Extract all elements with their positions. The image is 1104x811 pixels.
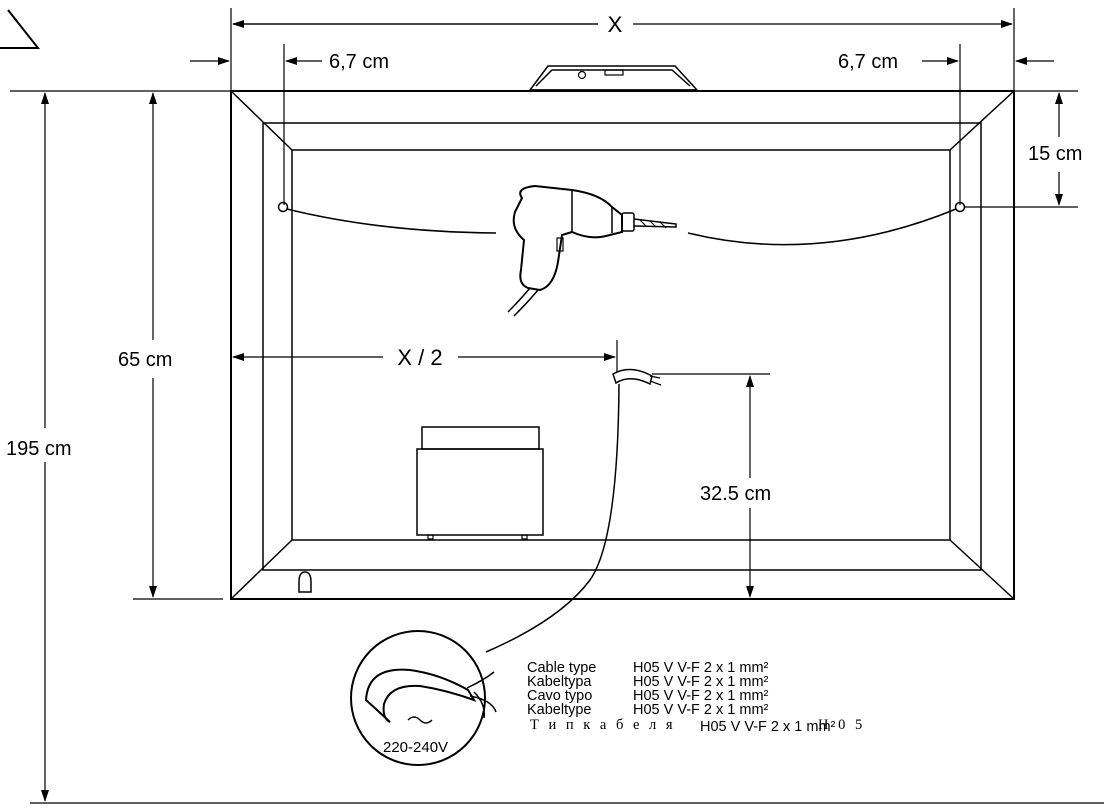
- half-width-label: X / 2: [397, 345, 442, 370]
- width-label: X: [608, 12, 623, 37]
- socket-height-label: 32.5 cm: [700, 483, 771, 505]
- side-offset-left: 6,7 cm: [190, 44, 389, 205]
- light-icon: [298, 571, 312, 593]
- width-dimension: X: [230, 8, 1015, 91]
- warning-triangle-icon: [0, 9, 41, 49]
- hood-frame: [230, 90, 1015, 600]
- cable-spec-value-1: H05 V V-F 2 x 1 mm²: [633, 674, 769, 690]
- cable-spec-value-ru: H05 V V-F 2 x 1 mm²: [700, 719, 836, 735]
- plug-detail: 220-240V: [350, 630, 497, 766]
- cable-spec-value-3: H05 V V-F 2 x 1 mm²: [633, 702, 769, 718]
- unit-height-label: 65 cm: [118, 349, 172, 371]
- top-offset-dimension: 15 cm: [965, 90, 1082, 208]
- top-offset-label: 15 cm: [1028, 143, 1082, 165]
- socket-height-dimension: 32.5 cm: [700, 375, 771, 598]
- voltage-label: 220-240V: [383, 739, 448, 756]
- cable-spec-value-0: H05 V V-F 2 x 1 mm²: [633, 660, 769, 676]
- cable-spec-label-0: Cable type: [527, 660, 596, 676]
- cable-spec-table: Cable type H05 V V-F 2 x 1 mm² Kabeltypa…: [527, 660, 865, 735]
- wall-bracket: [528, 65, 699, 91]
- drill-icon: [507, 184, 677, 317]
- total-height-label: 195 cm: [6, 438, 72, 460]
- cable-spec-label-3: Kabeltype: [527, 702, 592, 718]
- half-width-dimension: X / 2: [232, 340, 618, 372]
- unit-height-dimension: 65 cm: [118, 90, 231, 600]
- cable-spec-suffix-ru: Н 0 5: [818, 717, 865, 733]
- cable-spec-label-2: Cavo typo: [527, 688, 592, 704]
- total-height-dimension: 195 cm: [6, 90, 1104, 804]
- left-offset-label: 6,7 cm: [329, 51, 389, 73]
- side-offset-right: 6,7 cm: [838, 44, 1054, 205]
- cable-spec-label-1: Kabeltypa: [527, 674, 592, 690]
- mounting-wire: [277, 201, 966, 246]
- right-offset-label: 6,7 cm: [838, 51, 898, 73]
- power-cable-outlet: [485, 368, 770, 653]
- motor-box: [416, 426, 544, 540]
- cable-spec-value-2: H05 V V-F 2 x 1 mm²: [633, 688, 769, 704]
- cable-spec-label-ru: Т и п к а б е л я: [530, 717, 676, 733]
